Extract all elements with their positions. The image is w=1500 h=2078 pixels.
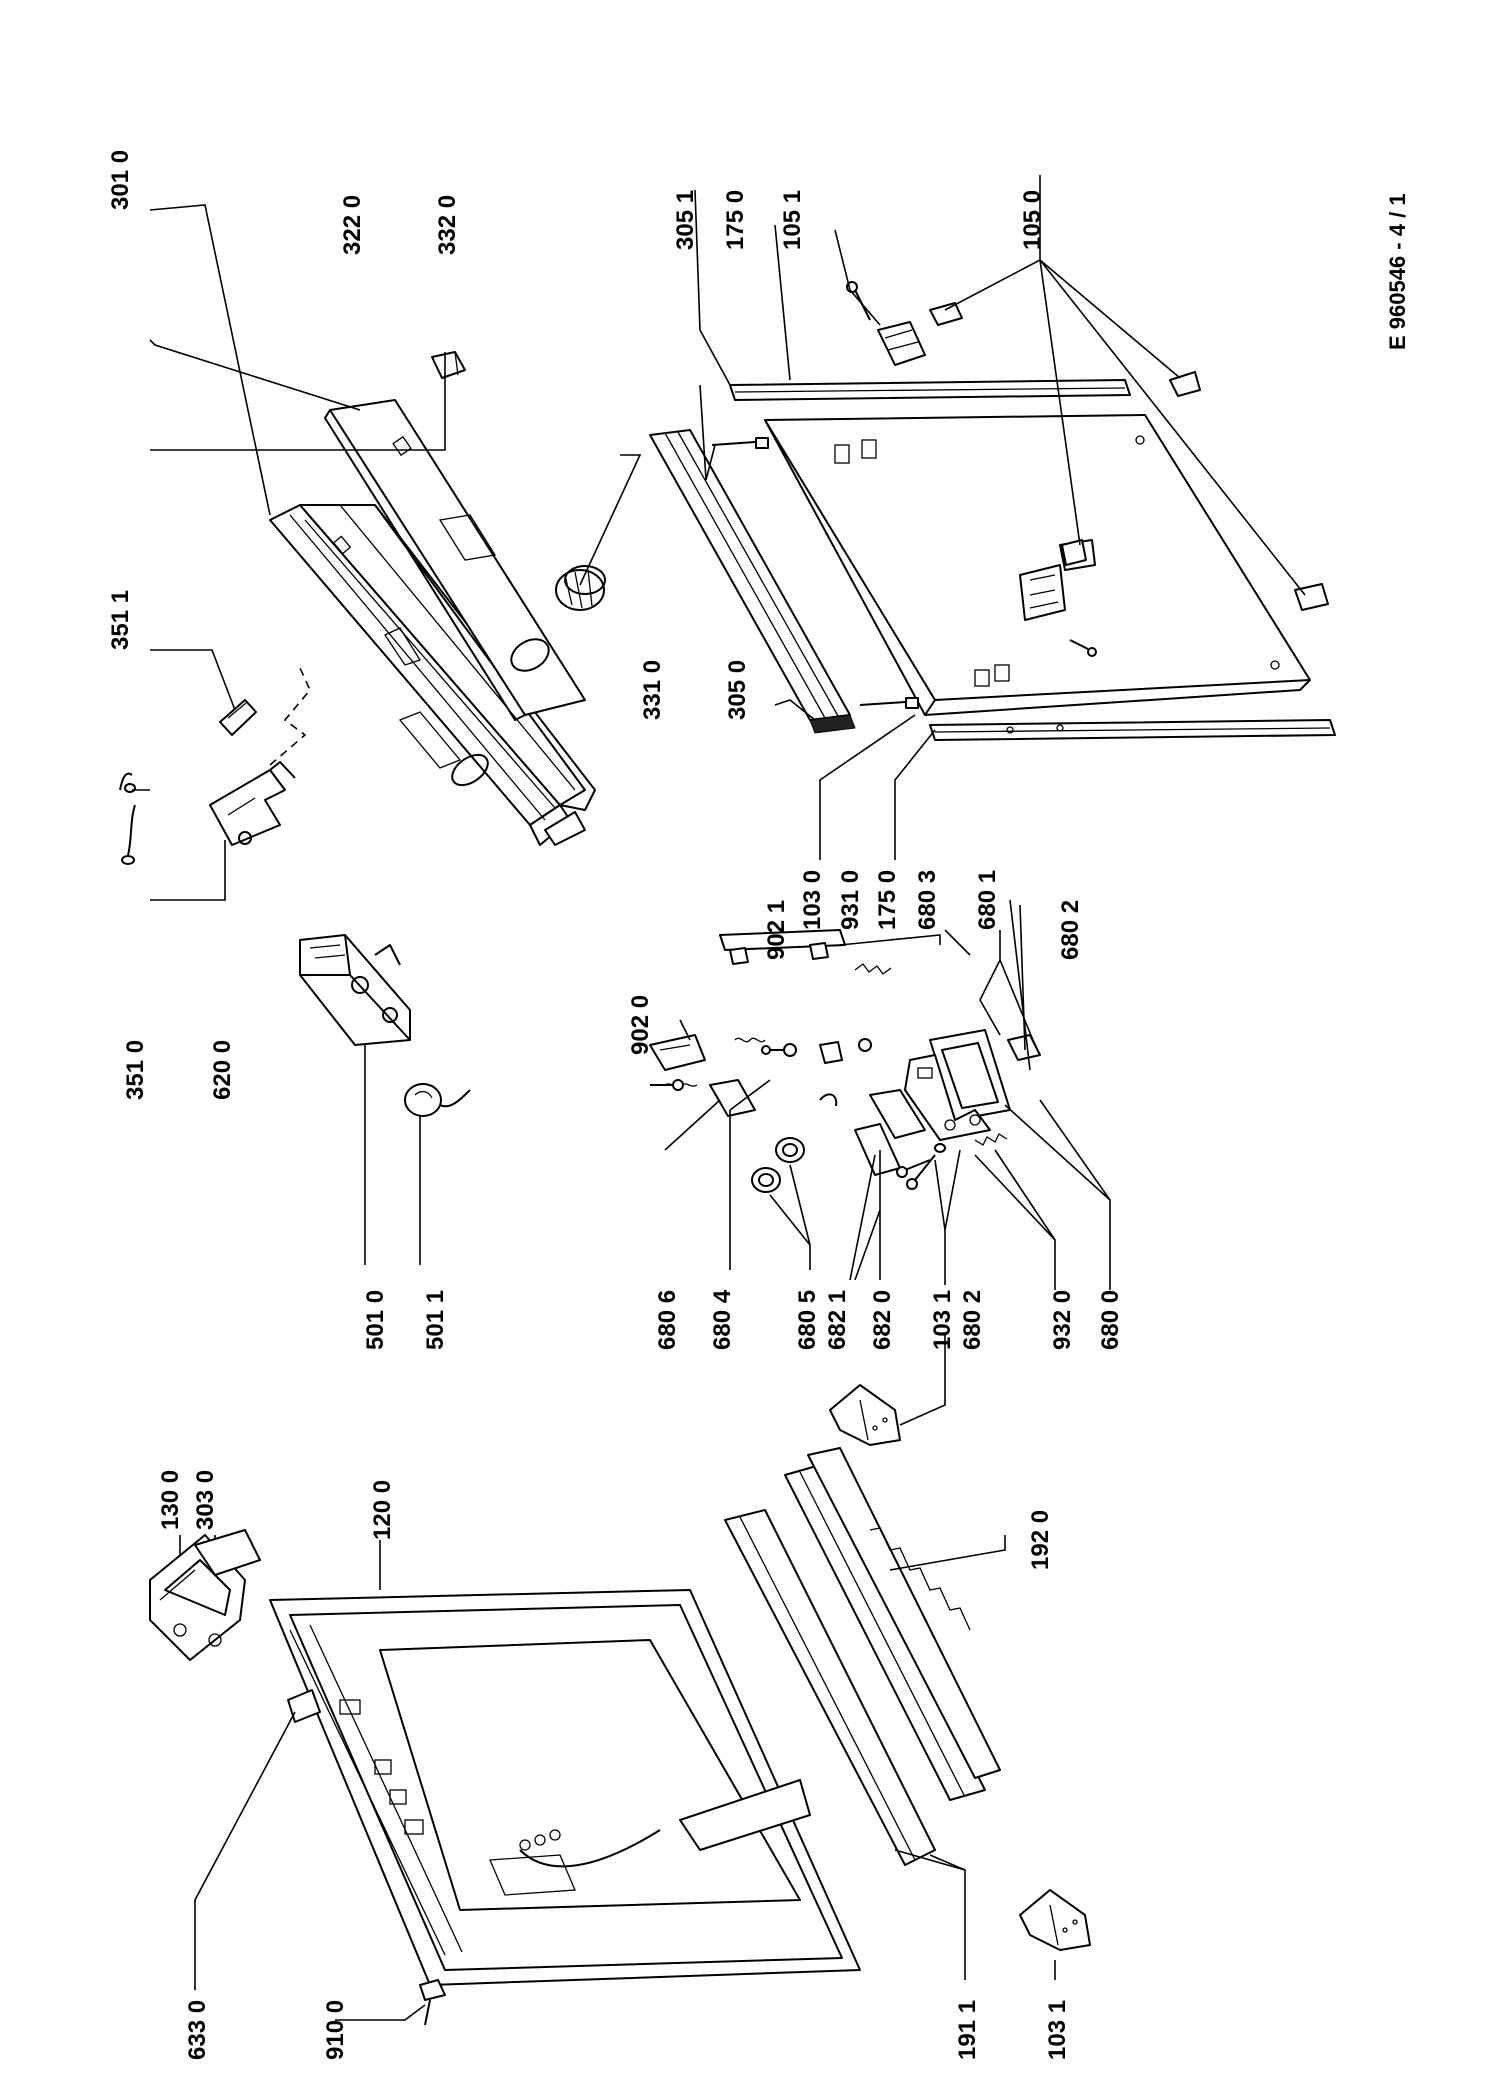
label-680-0: 680 0 (1097, 1290, 1124, 1350)
wire-part (119, 772, 136, 865)
label-175-0-top: 175 0 (722, 190, 749, 250)
label-192-0: 192 0 (1027, 1510, 1054, 1570)
connector-part (219, 699, 257, 736)
latch-part-2 (649, 1034, 706, 1071)
document-code: E 960546 - 4 / 1 (1385, 193, 1410, 350)
trim-strip-part (649, 429, 856, 734)
label-305-1-top: 305 1 (672, 190, 699, 250)
label-301-0: 301 0 (107, 150, 134, 210)
side-rail-part (729, 379, 1336, 741)
clip-633 (287, 1689, 321, 1723)
screws-682 (896, 1159, 931, 1178)
label-105-0: 105 0 (1019, 190, 1046, 250)
label-120-0: 120 0 (369, 1480, 396, 1540)
label-902-0: 902 0 (627, 995, 654, 1055)
label-680-2-top: 680 2 (1057, 900, 1084, 960)
catch-part (709, 1079, 756, 1117)
label-680-1: 680 1 (974, 870, 1001, 930)
inner-door-panel (269, 1589, 861, 1986)
leader-lines (132, 175, 1306, 2021)
label-680-3: 680 3 (914, 870, 941, 930)
label-501-0: 501 0 (362, 1290, 389, 1350)
label-910-0: 910 0 (322, 2000, 349, 2060)
label-105-1: 105 1 (779, 190, 806, 250)
label-501-1: 501 1 (422, 1290, 449, 1350)
end-cap-2 (1019, 1889, 1091, 1951)
label-103-1-mid: 103 1 (929, 1290, 956, 1350)
label-331-0: 331 0 (639, 660, 666, 720)
dashed-connection (269, 667, 311, 766)
knob-icon (555, 565, 606, 611)
coil-part (404, 1083, 471, 1117)
label-303-0: 303 0 (192, 1470, 219, 1530)
label-175-0-mid: 175 0 (874, 870, 901, 930)
bracket-part (209, 761, 296, 846)
label-633-0: 633 0 (184, 2000, 211, 2060)
label-680-2-mid: 680 2 (959, 1290, 986, 1350)
label-682-0: 682 0 (869, 1290, 896, 1350)
label-322-0: 322 0 (339, 195, 366, 255)
hinge-bracket (846, 281, 926, 366)
label-680-5: 680 5 (794, 1290, 821, 1350)
label-932-0: 932 0 (1049, 1290, 1076, 1350)
label-130-0: 130 0 (157, 1470, 184, 1530)
small-parts (751, 1038, 946, 1193)
label-103-0: 103 0 (799, 870, 826, 930)
label-103-1-bottom: 103 1 (1044, 2000, 1071, 2060)
part-labels: 301 0 322 0 332 0 305 1 175 0 105 1 105 … (107, 150, 1124, 2060)
label-931-0: 931 0 (837, 870, 864, 930)
label-682-1: 682 1 (824, 1290, 851, 1350)
screw-910 (419, 1979, 446, 2026)
spring-icon (664, 963, 1008, 1146)
outer-door-panel (764, 414, 1311, 716)
label-191-1: 191 1 (954, 2000, 981, 2060)
label-680-4: 680 4 (709, 1289, 736, 1350)
label-351-0: 351 0 (122, 1040, 149, 1100)
dispenser-part (904, 1029, 1011, 1141)
switch-module-part (299, 934, 411, 1046)
label-351-1: 351 1 (107, 590, 134, 650)
latch-part (719, 929, 846, 965)
label-332-0: 332 0 (434, 195, 461, 255)
label-620-0: 620 0 (209, 1040, 236, 1100)
front-panel-part (324, 399, 586, 721)
dispenser-clip-2 (1007, 1034, 1041, 1061)
screw-icon (711, 437, 919, 709)
clip-part (431, 351, 466, 379)
clip-icon (929, 302, 1329, 611)
pin-icon (650, 1045, 785, 1091)
end-cap (829, 1384, 901, 1446)
label-305-0: 305 0 (724, 660, 751, 720)
label-902-1: 902 1 (763, 900, 790, 960)
bottom-strip-part (724, 1447, 1001, 1866)
control-panel-part (269, 504, 596, 846)
label-680-6: 680 6 (654, 1290, 681, 1350)
door-latch-assembly (149, 1529, 261, 1661)
